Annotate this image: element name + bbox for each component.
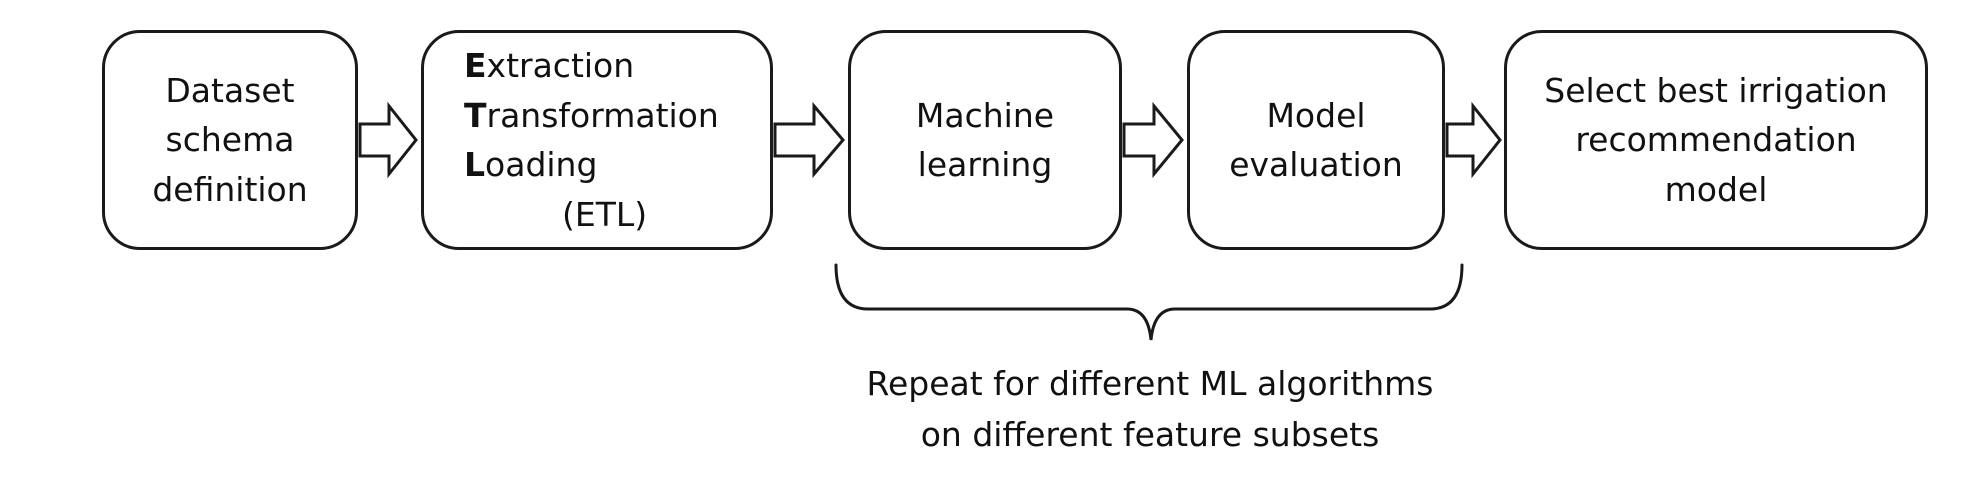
etl-initial: E [464,46,487,85]
etl-rest: ransformation [486,95,719,135]
flow-arrow-icon [1122,101,1184,179]
step-dataset-schema-definition: Dataset schema definition [102,30,358,250]
step-label-line: Dataset [165,70,295,110]
etl-rest: xtraction [486,46,635,85]
curly-brace-icon [834,263,1464,341]
step-label-line: schema [165,120,295,160]
flow-arrow-icon [358,101,418,179]
step-label-line: definition [152,169,308,209]
step-etl: Extraction Transformation Loading (ETL) [421,30,773,250]
flow-arrow-icon [773,101,845,179]
brace-caption: Repeat for different ML algorithms on di… [700,358,1600,460]
step-label-line: evaluation [1229,145,1403,184]
step-label-line: learning [917,145,1053,184]
etl-abbreviation: (ETL) [562,194,648,234]
etl-line-loading: Loading [464,140,597,190]
etl-line-transformation: Transformation [464,91,719,141]
etl-initial: L [464,145,486,184]
etl-rest: oading [485,145,598,184]
etl-initial: T [464,95,487,135]
caption-line: on different feature subsets [920,415,1380,455]
step-label-line: Select best irrigation [1544,70,1888,110]
step-select-best-model: Select best irrigation recommendation mo… [1504,30,1928,250]
etl-line-extraction: Extraction [464,41,634,91]
flow-arrow-icon [1445,101,1502,179]
caption-line: Repeat for different ML algorithms [866,364,1434,403]
step-label-line: model [1664,169,1768,209]
step-label-line: Machine [915,95,1055,135]
step-label-line: Model [1266,95,1366,135]
step-model-evaluation: Model evaluation [1187,30,1445,250]
step-machine-learning: Machine learning [848,30,1122,250]
step-label-line: recommendation [1575,120,1857,160]
